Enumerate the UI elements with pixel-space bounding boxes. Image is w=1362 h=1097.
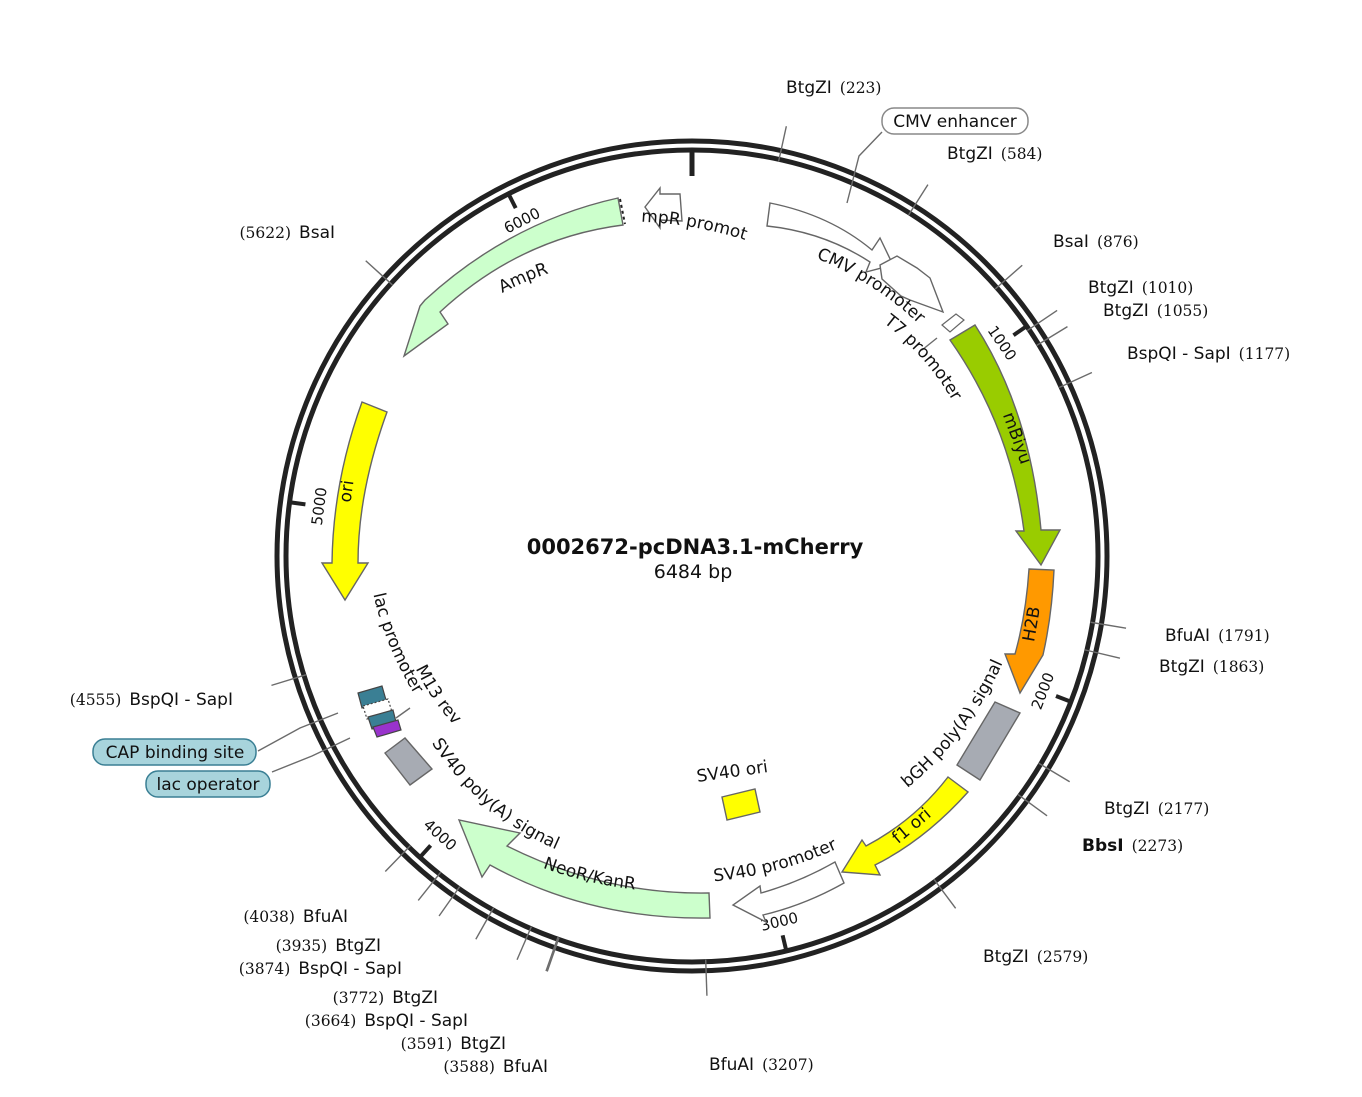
feature-t7-promoter[interactable]: [941, 313, 965, 333]
backbone-outer-ring: [274, 138, 1110, 974]
site-leader: [546, 937, 560, 972]
features: [320, 185, 1062, 924]
callout-box-cmv-enhancer[interactable]: [881, 107, 1029, 135]
site-leader: [1084, 649, 1121, 659]
feature-ampr[interactable]: [402, 197, 624, 358]
feature-bgh-polya[interactable]: [956, 701, 1022, 781]
site-label[interactable]: (3874)BspQI - SapI: [239, 959, 402, 979]
feature-cmv-promoter[interactable]: [766, 202, 895, 274]
feature-sv40-polya[interactable]: [384, 737, 434, 786]
callout-label-cap-binding-site: CAP binding site: [106, 743, 245, 763]
feature-lac-operator-block[interactable]: [372, 719, 402, 738]
callout-box-cap-binding-site[interactable]: [92, 738, 257, 766]
site-label[interactable]: (3935)BtgZI: [276, 936, 381, 956]
site-leader: [1017, 794, 1048, 817]
feature-label-m13-rev: M13 rev: [411, 662, 465, 729]
site-label[interactable]: (4555)BspQI - SapI: [70, 690, 233, 710]
site-leader: [908, 184, 929, 216]
feature-label-lac-promoter: lac promoter: [368, 591, 427, 697]
site-leader: [438, 886, 461, 917]
site-leader: [417, 871, 442, 901]
plasmid-length: 6484 bp: [654, 561, 733, 583]
scale-tick: [780, 934, 789, 952]
site-leader: [704, 959, 708, 996]
site-label[interactable]: (4038)BfuAI: [243, 907, 348, 927]
feature-ori[interactable]: [320, 401, 388, 602]
feature-label-ori: ori: [336, 479, 359, 504]
feature-sv40-promoter[interactable]: [731, 861, 845, 924]
site-leader: [384, 845, 411, 872]
site-label[interactable]: (3664)BspQI - SapI: [305, 1011, 468, 1031]
plasmid-name: 0002672-pcDNA3.1-mCherry: [527, 535, 864, 559]
site-label[interactable]: (5622)BsaI: [240, 223, 336, 243]
scale-tick-label: 5000: [308, 486, 331, 526]
site-leader: [545, 936, 559, 972]
site-label[interactable]: BfuAI(3207): [709, 1055, 814, 1075]
callout-leader: [846, 131, 883, 204]
callout-features: CMV enhancer CAP binding site lac operat…: [92, 107, 1029, 798]
backbone-inner-ring: [283, 147, 1101, 965]
feature-ampr-promoter[interactable]: [644, 185, 683, 231]
site-label[interactable]: BfuAI(1791): [1165, 626, 1270, 646]
t7-leader: [921, 337, 938, 351]
callout-label-cmv-enhancer: CMV enhancer: [893, 112, 1017, 132]
feature-h2b[interactable]: [1003, 568, 1055, 695]
backbone: [274, 138, 1110, 974]
site-label[interactable]: BtgZI(2579): [983, 947, 1088, 967]
site-leader: [994, 264, 1023, 290]
site-leader: [365, 260, 393, 286]
site-leader: [777, 126, 788, 162]
scale-tick: [289, 500, 306, 507]
scale-tick: [506, 192, 518, 210]
site-leader: [1036, 325, 1068, 346]
site-leader: [1038, 762, 1071, 783]
feature-cmv-promoter-tail[interactable]: [879, 255, 945, 314]
callout-leader: [257, 712, 339, 752]
restriction-site-labels: BtgZI(223) BtgZI(584) BsaI(876) BtgZI(10…: [70, 78, 1290, 1077]
site-leader: [1058, 371, 1093, 389]
site-label[interactable]: BspQI - SapI(1177): [1127, 344, 1290, 364]
feature-neor-kanr[interactable]: [457, 819, 711, 919]
site-leader: [1026, 309, 1058, 332]
feature-mbiyu[interactable]: [948, 324, 1062, 567]
site-label[interactable]: BtgZI(2177): [1104, 799, 1209, 819]
m13-leader: [395, 707, 411, 719]
restriction-site-leaders: [271, 126, 1127, 996]
site-label[interactable]: BtgZI(223): [786, 78, 881, 98]
feature-f1-ori[interactable]: [840, 776, 970, 876]
site-label[interactable]: BtgZI(1055): [1103, 301, 1208, 321]
site-label[interactable]: BbsI(2273): [1082, 836, 1183, 856]
scale-tick: [418, 844, 433, 859]
callout-label-lac-operator: lac operator: [156, 775, 259, 795]
feature-sv40-ori[interactable]: [721, 788, 761, 821]
site-leader: [475, 907, 495, 940]
site-label[interactable]: (3772)BtgZI: [333, 988, 438, 1008]
site-label[interactable]: BtgZI(584): [947, 144, 1042, 164]
site-leader: [271, 674, 307, 687]
site-leader: [516, 926, 533, 960]
callout-box-lac-operator[interactable]: [145, 770, 271, 798]
site-label[interactable]: (3588)BfuAI: [443, 1057, 548, 1077]
scale-tick: [1012, 324, 1028, 337]
feature-label-sv40-ori: SV40 ori: [695, 757, 769, 787]
site-label[interactable]: (3591)BtgZI: [401, 1034, 506, 1054]
callout-leader: [271, 737, 351, 773]
site-leader: [1090, 621, 1127, 629]
site-label[interactable]: BtgZI(1863): [1159, 657, 1264, 677]
site-label[interactable]: BtgZI(1010): [1088, 278, 1193, 298]
feature-label-ampr-promoter: AmpR promoter: [0, 0, 750, 245]
ampr-junction-marker: [619, 198, 626, 225]
site-leader: [933, 879, 957, 909]
scale-tick: [1055, 694, 1072, 704]
site-label[interactable]: BsaI(876): [1053, 232, 1139, 252]
scale-tick-label: 2000: [1028, 670, 1059, 712]
